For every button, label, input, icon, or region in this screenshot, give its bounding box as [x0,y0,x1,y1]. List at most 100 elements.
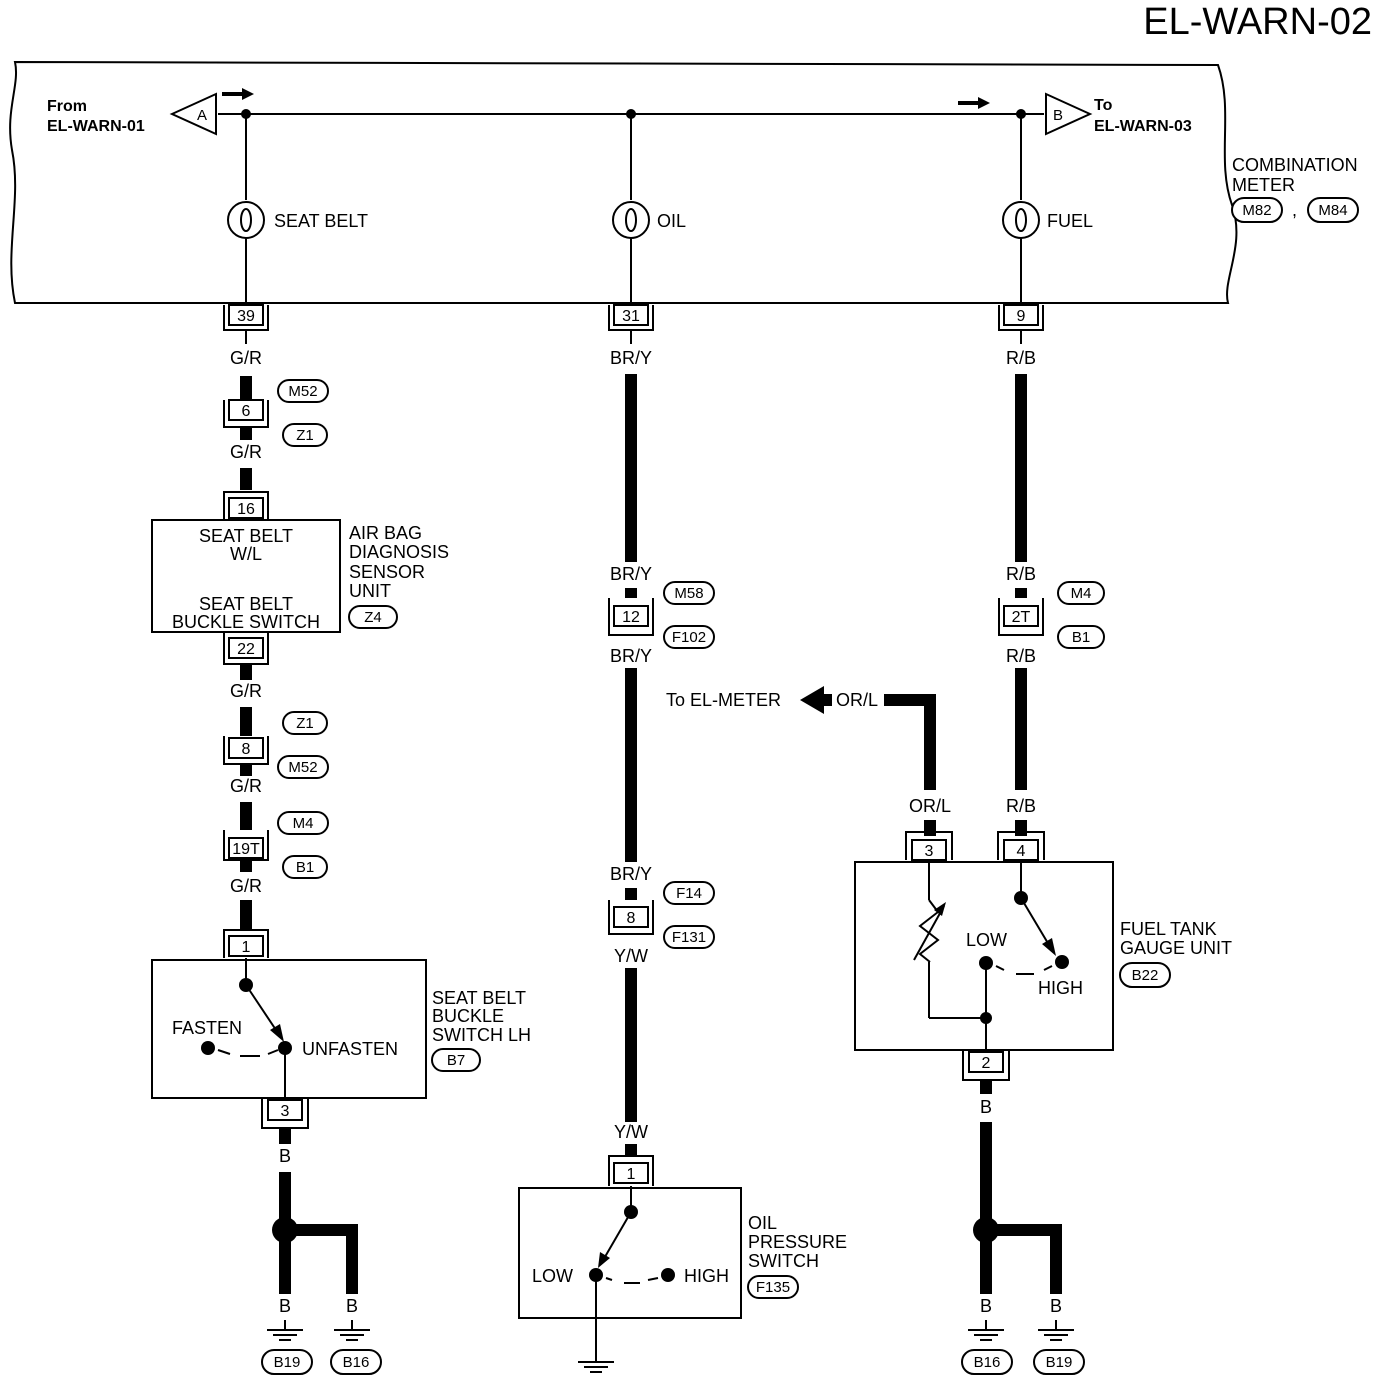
pin-22: 22 [223,632,269,665]
tag-f135 [747,1275,799,1299]
ground-icon [967,1319,1005,1341]
air-bag-diagnosis-unit [151,519,341,633]
svg-text:Y/W: Y/W [614,946,648,966]
svg-text:1: 1 [242,939,251,956]
svg-text:G/R: G/R [230,876,262,896]
svg-text:B19: B19 [1046,1354,1073,1371]
tag-b19 [261,1349,313,1375]
svg-text:G/R: G/R [230,776,262,796]
svg-text:1: 1 [627,1166,636,1183]
pin-3b: 3 [905,831,953,861]
tag-m82 [1231,197,1283,223]
svg-text:SEAT BELT: SEAT BELT [199,594,293,614]
to-label: To [1094,97,1113,114]
svg-text:B: B [346,1296,358,1316]
svg-text:M4: M4 [293,815,314,832]
pin-16: 16 [223,491,269,520]
svg-text:OR/L: OR/L [836,690,878,710]
svg-text:Z4: Z4 [364,609,382,626]
tag-f102 [663,625,715,649]
from-ref: EL-WARN-01 [47,118,145,135]
svg-text:BR/Y: BR/Y [610,564,652,584]
pin-12: 12 [608,598,654,636]
svg-text:M52: M52 [288,383,317,400]
fuel-low-label: LOW [966,930,1007,950]
svg-text:BR/Y: BR/Y [610,348,652,368]
seat-belt-lamp-icon [227,201,265,239]
pin-8a: 8 [223,736,269,765]
svg-text:8: 8 [627,910,636,927]
svg-text:19T: 19T [232,841,260,858]
svg-text:2T: 2T [1012,609,1031,626]
svg-text:4: 4 [1017,843,1026,860]
svg-text:BUCKLE SWITCH: BUCKLE SWITCH [172,612,320,632]
oil-high-label: HIGH [684,1266,729,1286]
svg-text:R/B: R/B [1006,348,1036,368]
svg-text:SWITCH LH: SWITCH LH [432,1025,531,1045]
oil-lamp-icon [612,201,650,239]
svg-text:8: 8 [242,741,251,758]
svg-text:F14: F14 [676,885,702,902]
oil-low-label: LOW [532,1266,573,1286]
svg-text:9: 9 [1017,308,1026,325]
tag-m84 [1307,197,1359,223]
svg-text:G/R: G/R [230,681,262,701]
svg-text:Z1: Z1 [296,715,314,732]
svg-text:F135: F135 [756,1279,790,1296]
svg-text:6: 6 [242,403,251,420]
pin-31: 31 [608,304,654,331]
combination-meter-outline [9,60,1238,304]
svg-text:M4: M4 [1071,585,1092,602]
ground-icon [266,1319,304,1341]
svg-text:B: B [279,1146,291,1166]
svg-text:UNIT: UNIT [349,581,391,601]
svg-text:GAUGE UNIT: GAUGE UNIT [1120,938,1232,958]
pin-3a: 3 [261,1098,309,1129]
svg-text:B22: B22 [1132,967,1159,984]
unfasten-label: UNFASTEN [302,1039,398,1059]
svg-text:G/R: G/R [230,442,262,462]
svg-text:3: 3 [925,843,934,860]
svg-text:B16: B16 [974,1354,1001,1371]
svg-text:SWITCH: SWITCH [748,1251,819,1271]
combination-meter-label: COMBINATION [1232,155,1358,175]
oil-lamp-label: OIL [657,211,686,231]
fuel-lamp-icon [1002,201,1040,239]
svg-text:SEAT BELT: SEAT BELT [199,526,293,546]
ground-icon [577,1351,615,1373]
pin-39: 39 [223,304,269,331]
tag-m4 [277,811,329,835]
svg-text:BR/Y: BR/Y [610,864,652,884]
svg-text:M84: M84 [1318,202,1347,219]
pin-19t: 19T [223,830,269,861]
arrow-left-icon [800,686,824,714]
ground-icon [1037,1319,1075,1341]
svg-text:R/B: R/B [1006,564,1036,584]
svg-text:2: 2 [982,1055,991,1072]
svg-text:B19: B19 [274,1354,301,1371]
tag-b1 [282,855,328,879]
svg-text:M52: M52 [288,759,317,776]
fuel-high-label: HIGH [1038,978,1083,998]
tag-b22 [1119,962,1171,988]
svg-text:R/B: R/B [1006,646,1036,666]
air-bag-unit-label: AIR BAG [349,523,422,543]
oil-switch-label: OIL [748,1213,777,1233]
wire-label-gr: G/R [230,348,262,368]
svg-text:B1: B1 [1072,629,1090,646]
tag-m58 [663,581,715,605]
pin-6: 6 [223,399,269,428]
svg-text:M82: M82 [1242,202,1271,219]
from-label: From [47,98,87,115]
pin-1a: 1 [223,929,269,958]
to-el-meter-label: To EL-METER [666,690,781,710]
svg-text:3: 3 [281,1103,290,1120]
pin-4: 4 [997,831,1045,861]
pin-1b: 1 [608,1155,654,1186]
svg-text:Z1: Z1 [296,427,314,444]
svg-text:B: B [980,1097,992,1117]
arrow-icon [958,97,990,109]
tag-b7 [431,1048,481,1072]
connector-b-triangle [1045,92,1093,136]
svg-text:M58: M58 [674,585,703,602]
